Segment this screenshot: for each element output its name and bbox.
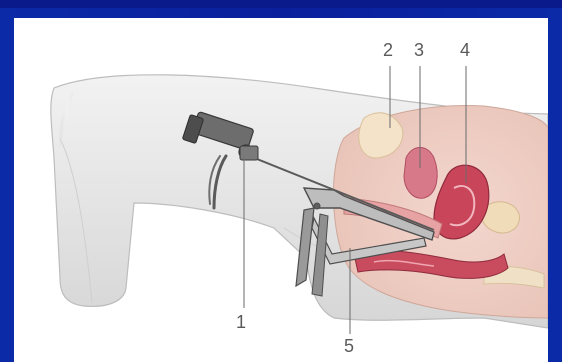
callout-label-3: 3 [414, 40, 424, 61]
slide-top-band [0, 0, 562, 8]
callout-label-5: 5 [344, 336, 354, 357]
illustration-panel: 1 2 3 4 5 [14, 18, 548, 362]
callout-label-4: 4 [460, 40, 470, 61]
callout-label-2: 2 [383, 40, 393, 61]
callout-label-1: 1 [236, 312, 246, 333]
medical-illustration [14, 18, 548, 362]
bladder [404, 148, 437, 199]
